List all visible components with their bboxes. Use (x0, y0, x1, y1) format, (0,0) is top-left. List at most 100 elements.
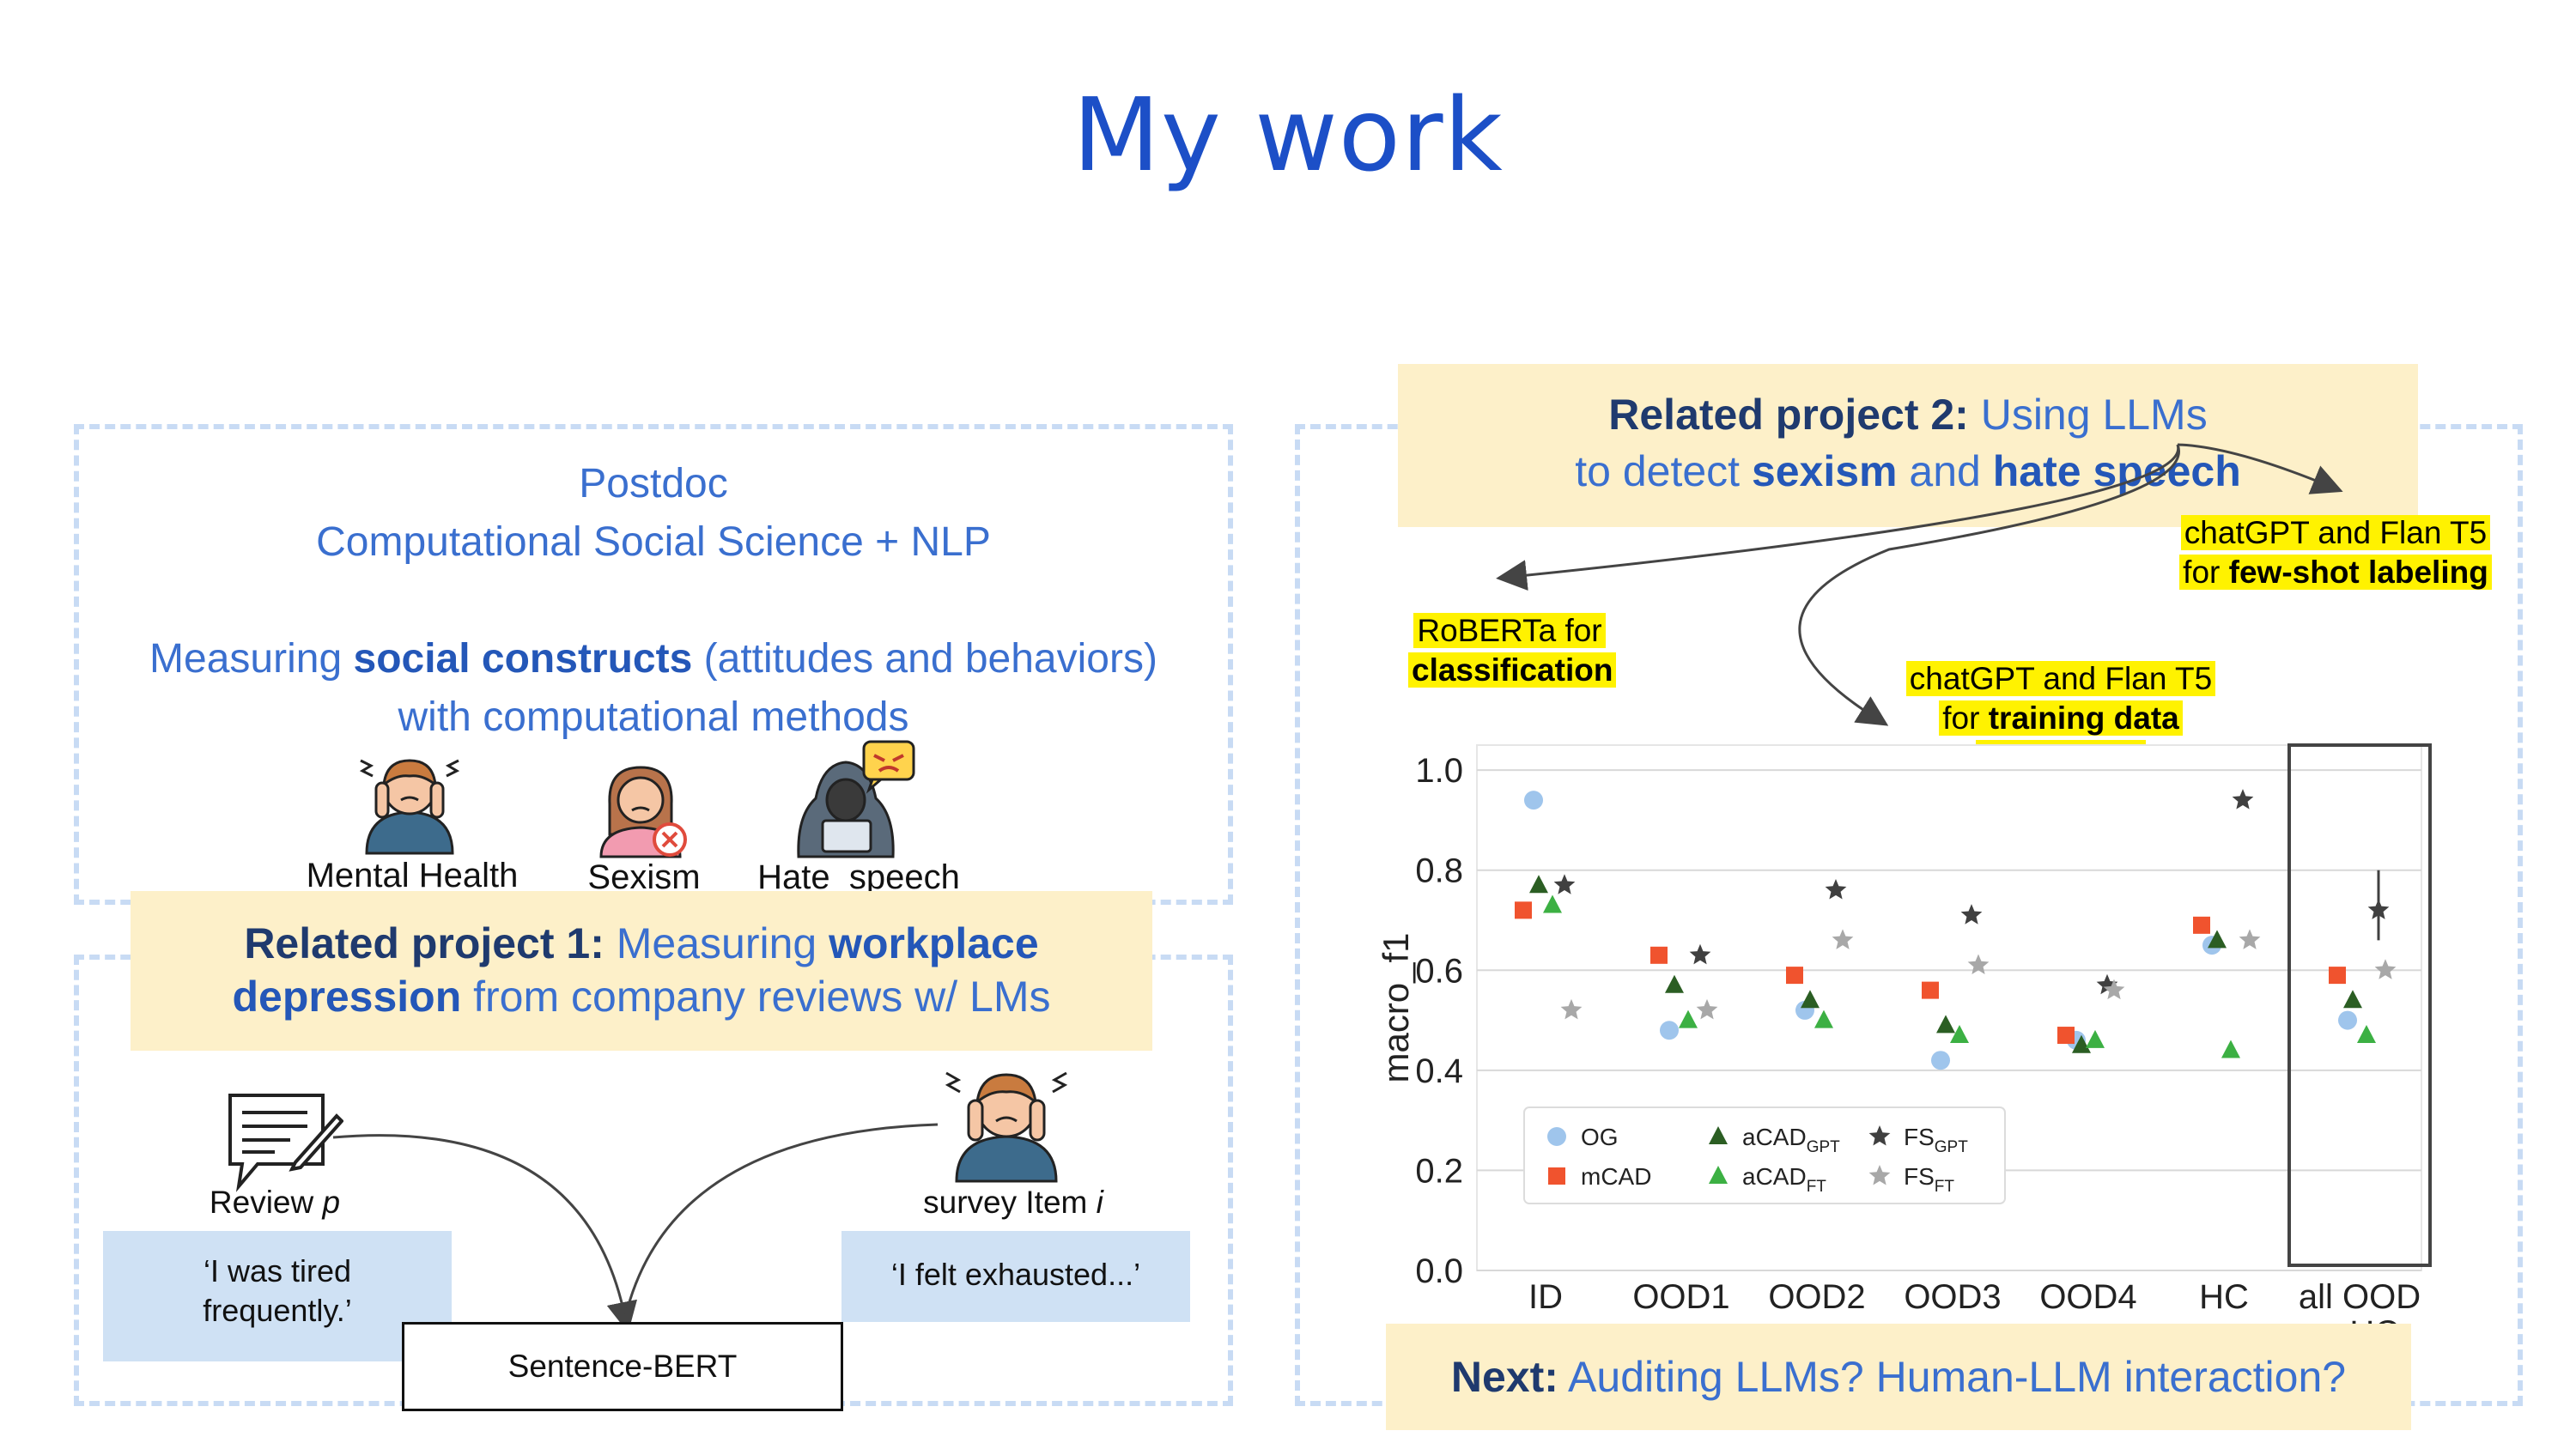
data-point (1950, 1025, 1969, 1044)
project1-line2: depression from company reviews w/ LMs (131, 970, 1152, 1023)
callout-gen-line2: for training data (1889, 699, 2233, 738)
callout-fewshot: chatGPT and Flan T5 for few-shot labelin… (2164, 513, 2507, 592)
review-quote: ‘I was tired frequently.’ (103, 1231, 452, 1331)
legend-marker (1868, 1165, 1891, 1185)
review-quote-card: ‘I was tired frequently.’ (103, 1231, 452, 1361)
data-point (2329, 967, 2346, 985)
summary-suffix: (attitudes and behaviors) (692, 636, 1157, 682)
sentence-bert-box: Sentence-BERT (402, 1322, 843, 1411)
summary-bold: social constructs (353, 636, 693, 682)
callout-roberta-text2: classification (1408, 652, 1617, 688)
postdoc-line: Postdoc (579, 461, 728, 506)
y-tick-label: 0.4 (1415, 1052, 1463, 1090)
data-point (2086, 1029, 2105, 1048)
review-caption-var: p (322, 1185, 341, 1220)
project2-banner: Related project 2: Using LLMs to detect … (1398, 364, 2418, 527)
data-point (1814, 1009, 1833, 1028)
callout-fewshot-bold: few-shot labeling (2228, 555, 2488, 590)
project1-text-a: Measuring (604, 919, 829, 967)
callout-roberta-line1: RoBERTa for (1408, 611, 1611, 651)
woman-with-x-icon (599, 766, 687, 858)
callout-roberta-line2: classification (1408, 651, 1617, 690)
legend-label: mCAD (1581, 1163, 1651, 1190)
legend-label: OG (1581, 1124, 1619, 1150)
project2-line1: Related project 2: Using LLMs (1398, 386, 2418, 443)
data-point (2072, 1034, 2091, 1053)
x-tick-label: HC (2199, 1278, 2249, 1316)
x-tick-label: OOD1 (1632, 1278, 1729, 1316)
data-point (2193, 916, 2210, 934)
legend-marker (1709, 1126, 1728, 1144)
project1-bold-b: depression (232, 973, 462, 1021)
survey-quote: ‘I felt exhausted...’ (890, 1257, 1141, 1292)
project1-banner: Related project 1: Measuring workplace d… (131, 891, 1152, 1051)
x-tick-label: OOD3 (1904, 1278, 2001, 1316)
project2-text-a: Using LLMs (1968, 391, 2208, 439)
mental-health-label: Mental Health (306, 857, 519, 894)
data-point (1936, 1015, 1955, 1034)
y-axis-label: macro_f1 (1376, 932, 1416, 1082)
x-tick-label: OOD4 (2039, 1278, 2136, 1316)
data-point (2343, 990, 2362, 1009)
callout-fewshot-prefix: for (2183, 555, 2229, 590)
summary-prefix: Measuring (149, 636, 354, 682)
x-tick-label: all OOD (2299, 1278, 2421, 1316)
data-point (1689, 943, 1711, 965)
data-point (1543, 894, 1562, 913)
research-summary: Measuring social constructs (attitudes a… (74, 630, 1233, 747)
data-point (1786, 967, 1803, 985)
data-point (1660, 1021, 1679, 1040)
stressed-person-icon-2 (945, 1071, 1068, 1183)
data-point (2338, 1010, 2357, 1030)
y-tick-label: 0.6 (1415, 952, 1463, 990)
project2-bold-b: hate speech (1992, 447, 2241, 495)
callout-fewshot-line2: for few-shot labeling (2164, 553, 2507, 592)
callout-gen-prefix: for (1942, 700, 1989, 736)
next-text: Auditing LLMs? Human-LLM interaction? (1558, 1353, 2347, 1401)
data-point (1560, 998, 1583, 1020)
field-line: Computational Social Science + NLP (316, 519, 991, 565)
next-label: Next: (1450, 1353, 1558, 1401)
review-quote-line2: frequently.’ (203, 1293, 352, 1328)
project2-line2: to detect sexism and hate speech (1398, 443, 2418, 500)
data-point (1922, 981, 1939, 999)
project2-text-b: to detect (1575, 447, 1752, 495)
data-point (1515, 901, 1532, 919)
x-tick-label: ID (1528, 1278, 1563, 1316)
data-point (2103, 979, 2125, 1000)
next-banner: Next: Auditing LLMs? Human-LLM interacti… (1386, 1324, 2411, 1430)
data-point (1931, 1051, 1950, 1070)
project1-label: Related project 1: (244, 919, 605, 967)
x-tick-label: OOD2 (1768, 1278, 1865, 1316)
project2-text-c: and (1897, 447, 1993, 495)
callout-fewshot-line1: chatGPT and Flan T5 (2164, 513, 2507, 553)
project2-text: Related project 2: Using LLMs to detect … (1398, 364, 2418, 500)
document-pen-icon (228, 1094, 343, 1192)
page-title: My work (1072, 76, 1504, 194)
y-tick-label: 1.0 (1415, 752, 1463, 790)
survey-caption: survey Item i (893, 1185, 1133, 1221)
data-point (1553, 874, 1576, 894)
stressed-person-icon (359, 759, 460, 855)
project1-line1: Related project 1: Measuring workplace (131, 917, 1152, 970)
data-point (2239, 929, 2261, 949)
data-point (1832, 929, 1854, 949)
project2-label: Related project 2: (1608, 391, 1969, 439)
y-tick-label: 0.2 (1415, 1152, 1463, 1190)
data-point (1967, 954, 1990, 974)
data-point (2221, 1040, 2240, 1058)
data-point (2232, 789, 2254, 809)
survey-quote-card: ‘I felt exhausted...’ (841, 1231, 1190, 1322)
survey-caption-var: i (1096, 1185, 1103, 1220)
legend-marker (1547, 1127, 1566, 1146)
callout-fewshot-text2: for few-shot labeling (2179, 555, 2492, 590)
sentence-bert-label: Sentence-BERT (507, 1349, 738, 1384)
data-point (2208, 930, 2227, 949)
callout-roberta: RoBERTa for classification (1408, 611, 1617, 690)
y-tick-label: 0.0 (1415, 1252, 1463, 1290)
callout-gen-text1: chatGPT and Flan T5 (1905, 661, 2216, 696)
callout-gen-bold: training data (1988, 700, 2179, 736)
project1-bold-a: workplace (829, 919, 1039, 967)
